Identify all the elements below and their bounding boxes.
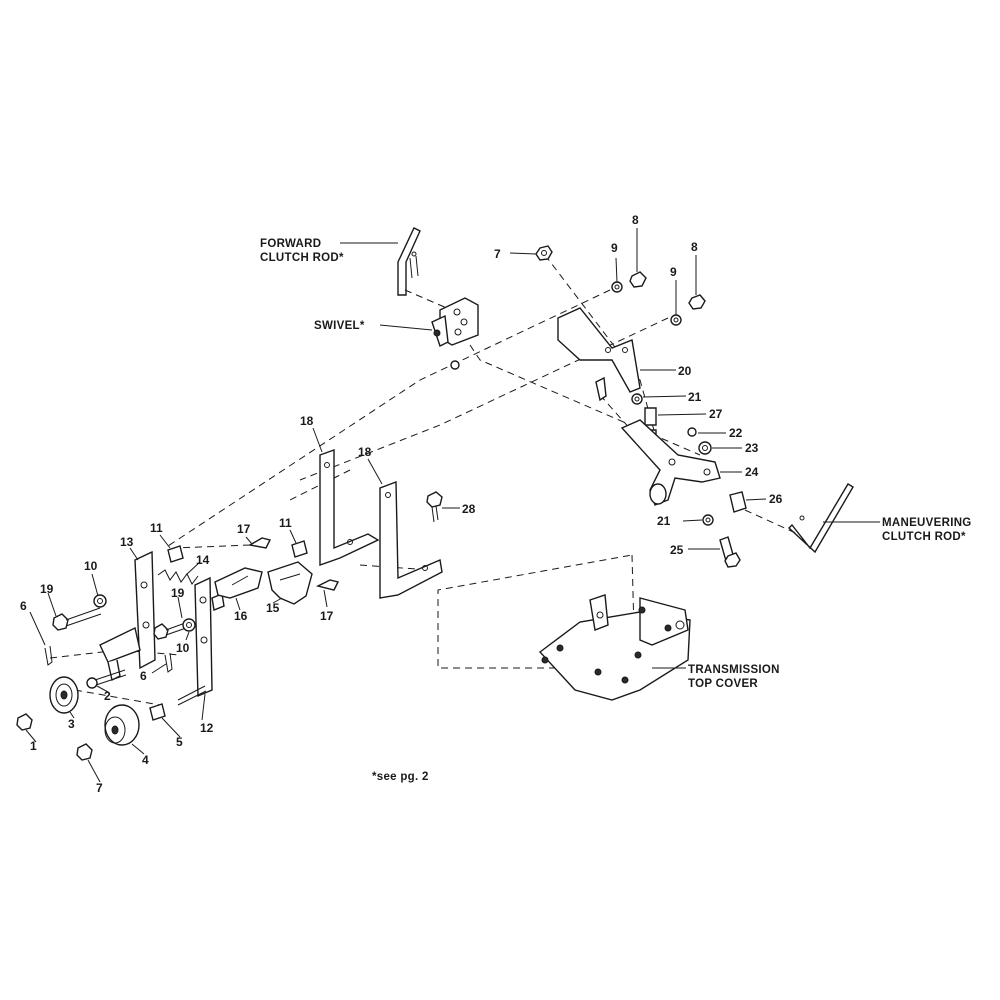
plate-13 bbox=[99, 550, 156, 682]
pulley-3 bbox=[49, 676, 79, 714]
footnote-see-page: *see pg. 2 bbox=[372, 771, 429, 783]
maneuvering-clutch-rod bbox=[787, 483, 854, 554]
callout-22: 22 bbox=[729, 426, 743, 440]
callout-12: 12 bbox=[200, 721, 214, 735]
callout-5: 5 bbox=[176, 735, 183, 749]
label-maneuvering-line2: CLUTCH ROD* bbox=[882, 531, 966, 543]
spring-14 bbox=[157, 569, 199, 585]
callout-14: 14 bbox=[196, 553, 210, 567]
label-transmission-line2: TOP COVER bbox=[688, 678, 758, 690]
bolt-28 bbox=[426, 491, 443, 523]
screws-17 bbox=[248, 537, 340, 591]
callout-16: 16 bbox=[234, 609, 248, 623]
callout-21a: 21 bbox=[688, 390, 702, 404]
callout-6a: 6 bbox=[20, 599, 27, 613]
pulley-4 bbox=[104, 704, 140, 746]
forward-clutch-rod bbox=[397, 227, 421, 296]
callout-numbers: 1 2 3 4 5 6 6 7 7 8 8 9 9 10 10 11 11 12… bbox=[20, 213, 783, 795]
callout-leaders bbox=[25, 228, 767, 783]
transmission-top-cover bbox=[538, 594, 691, 701]
label-forward-line1: FORWARD bbox=[260, 238, 321, 250]
leader-swivel bbox=[379, 324, 433, 331]
label-transmission-line1: TRANSMISSION bbox=[688, 664, 780, 676]
lever-24 bbox=[620, 419, 721, 506]
bracket-20 bbox=[557, 307, 641, 393]
callout-10b: 10 bbox=[176, 641, 190, 655]
hardware-lower-right bbox=[702, 491, 747, 568]
callout-7b: 7 bbox=[96, 781, 103, 795]
swivel-part bbox=[431, 297, 479, 370]
bolts-19 bbox=[52, 594, 196, 640]
callout-11a: 11 bbox=[150, 521, 163, 535]
label-forward-line2: CLUTCH ROD* bbox=[260, 252, 344, 264]
callout-20: 20 bbox=[678, 364, 692, 378]
callout-4: 4 bbox=[142, 753, 149, 767]
callout-26: 26 bbox=[769, 492, 783, 506]
callout-13: 13 bbox=[120, 535, 134, 549]
callout-28: 28 bbox=[462, 502, 476, 516]
plate-12 bbox=[194, 576, 225, 698]
nuts-1-7 bbox=[16, 713, 93, 761]
callout-17a: 17 bbox=[237, 522, 251, 536]
callout-27: 27 bbox=[709, 407, 723, 421]
callout-9a: 9 bbox=[611, 241, 618, 255]
callout-8b: 8 bbox=[691, 240, 698, 254]
callout-8a: 8 bbox=[632, 213, 639, 227]
callout-18b: 18 bbox=[358, 445, 372, 459]
callout-19a: 19 bbox=[40, 582, 54, 596]
callout-15: 15 bbox=[266, 601, 280, 615]
callout-10a: 10 bbox=[84, 559, 98, 573]
callout-7a: 7 bbox=[494, 247, 501, 261]
callout-21b: 21 bbox=[657, 514, 671, 528]
washer-2 bbox=[86, 677, 98, 689]
bolts-12-area bbox=[94, 669, 207, 706]
callout-1: 1 bbox=[30, 739, 37, 753]
cotter-pins-6 bbox=[44, 645, 173, 673]
callout-3: 3 bbox=[68, 717, 75, 731]
callout-19b: 19 bbox=[171, 586, 185, 600]
brackets-18 bbox=[319, 449, 443, 599]
part-labels: FORWARD CLUTCH ROD* SWIVEL* MANEUVERING … bbox=[260, 238, 972, 783]
callout-18a: 18 bbox=[300, 414, 314, 428]
spacer-5 bbox=[149, 703, 166, 721]
plates-15-16 bbox=[214, 561, 313, 605]
callout-23: 23 bbox=[745, 441, 759, 455]
callout-17b: 17 bbox=[320, 609, 334, 623]
label-maneuvering-line1: MANEUVERING bbox=[882, 517, 972, 529]
label-swivel: SWIVEL* bbox=[314, 320, 365, 332]
callout-24: 24 bbox=[745, 465, 759, 479]
callout-6b: 6 bbox=[140, 669, 147, 683]
callout-11b: 11 bbox=[279, 516, 292, 530]
callout-9b: 9 bbox=[670, 265, 677, 279]
callout-2: 2 bbox=[104, 689, 111, 703]
callout-25: 25 bbox=[670, 543, 684, 557]
spacers-11 bbox=[167, 540, 308, 563]
